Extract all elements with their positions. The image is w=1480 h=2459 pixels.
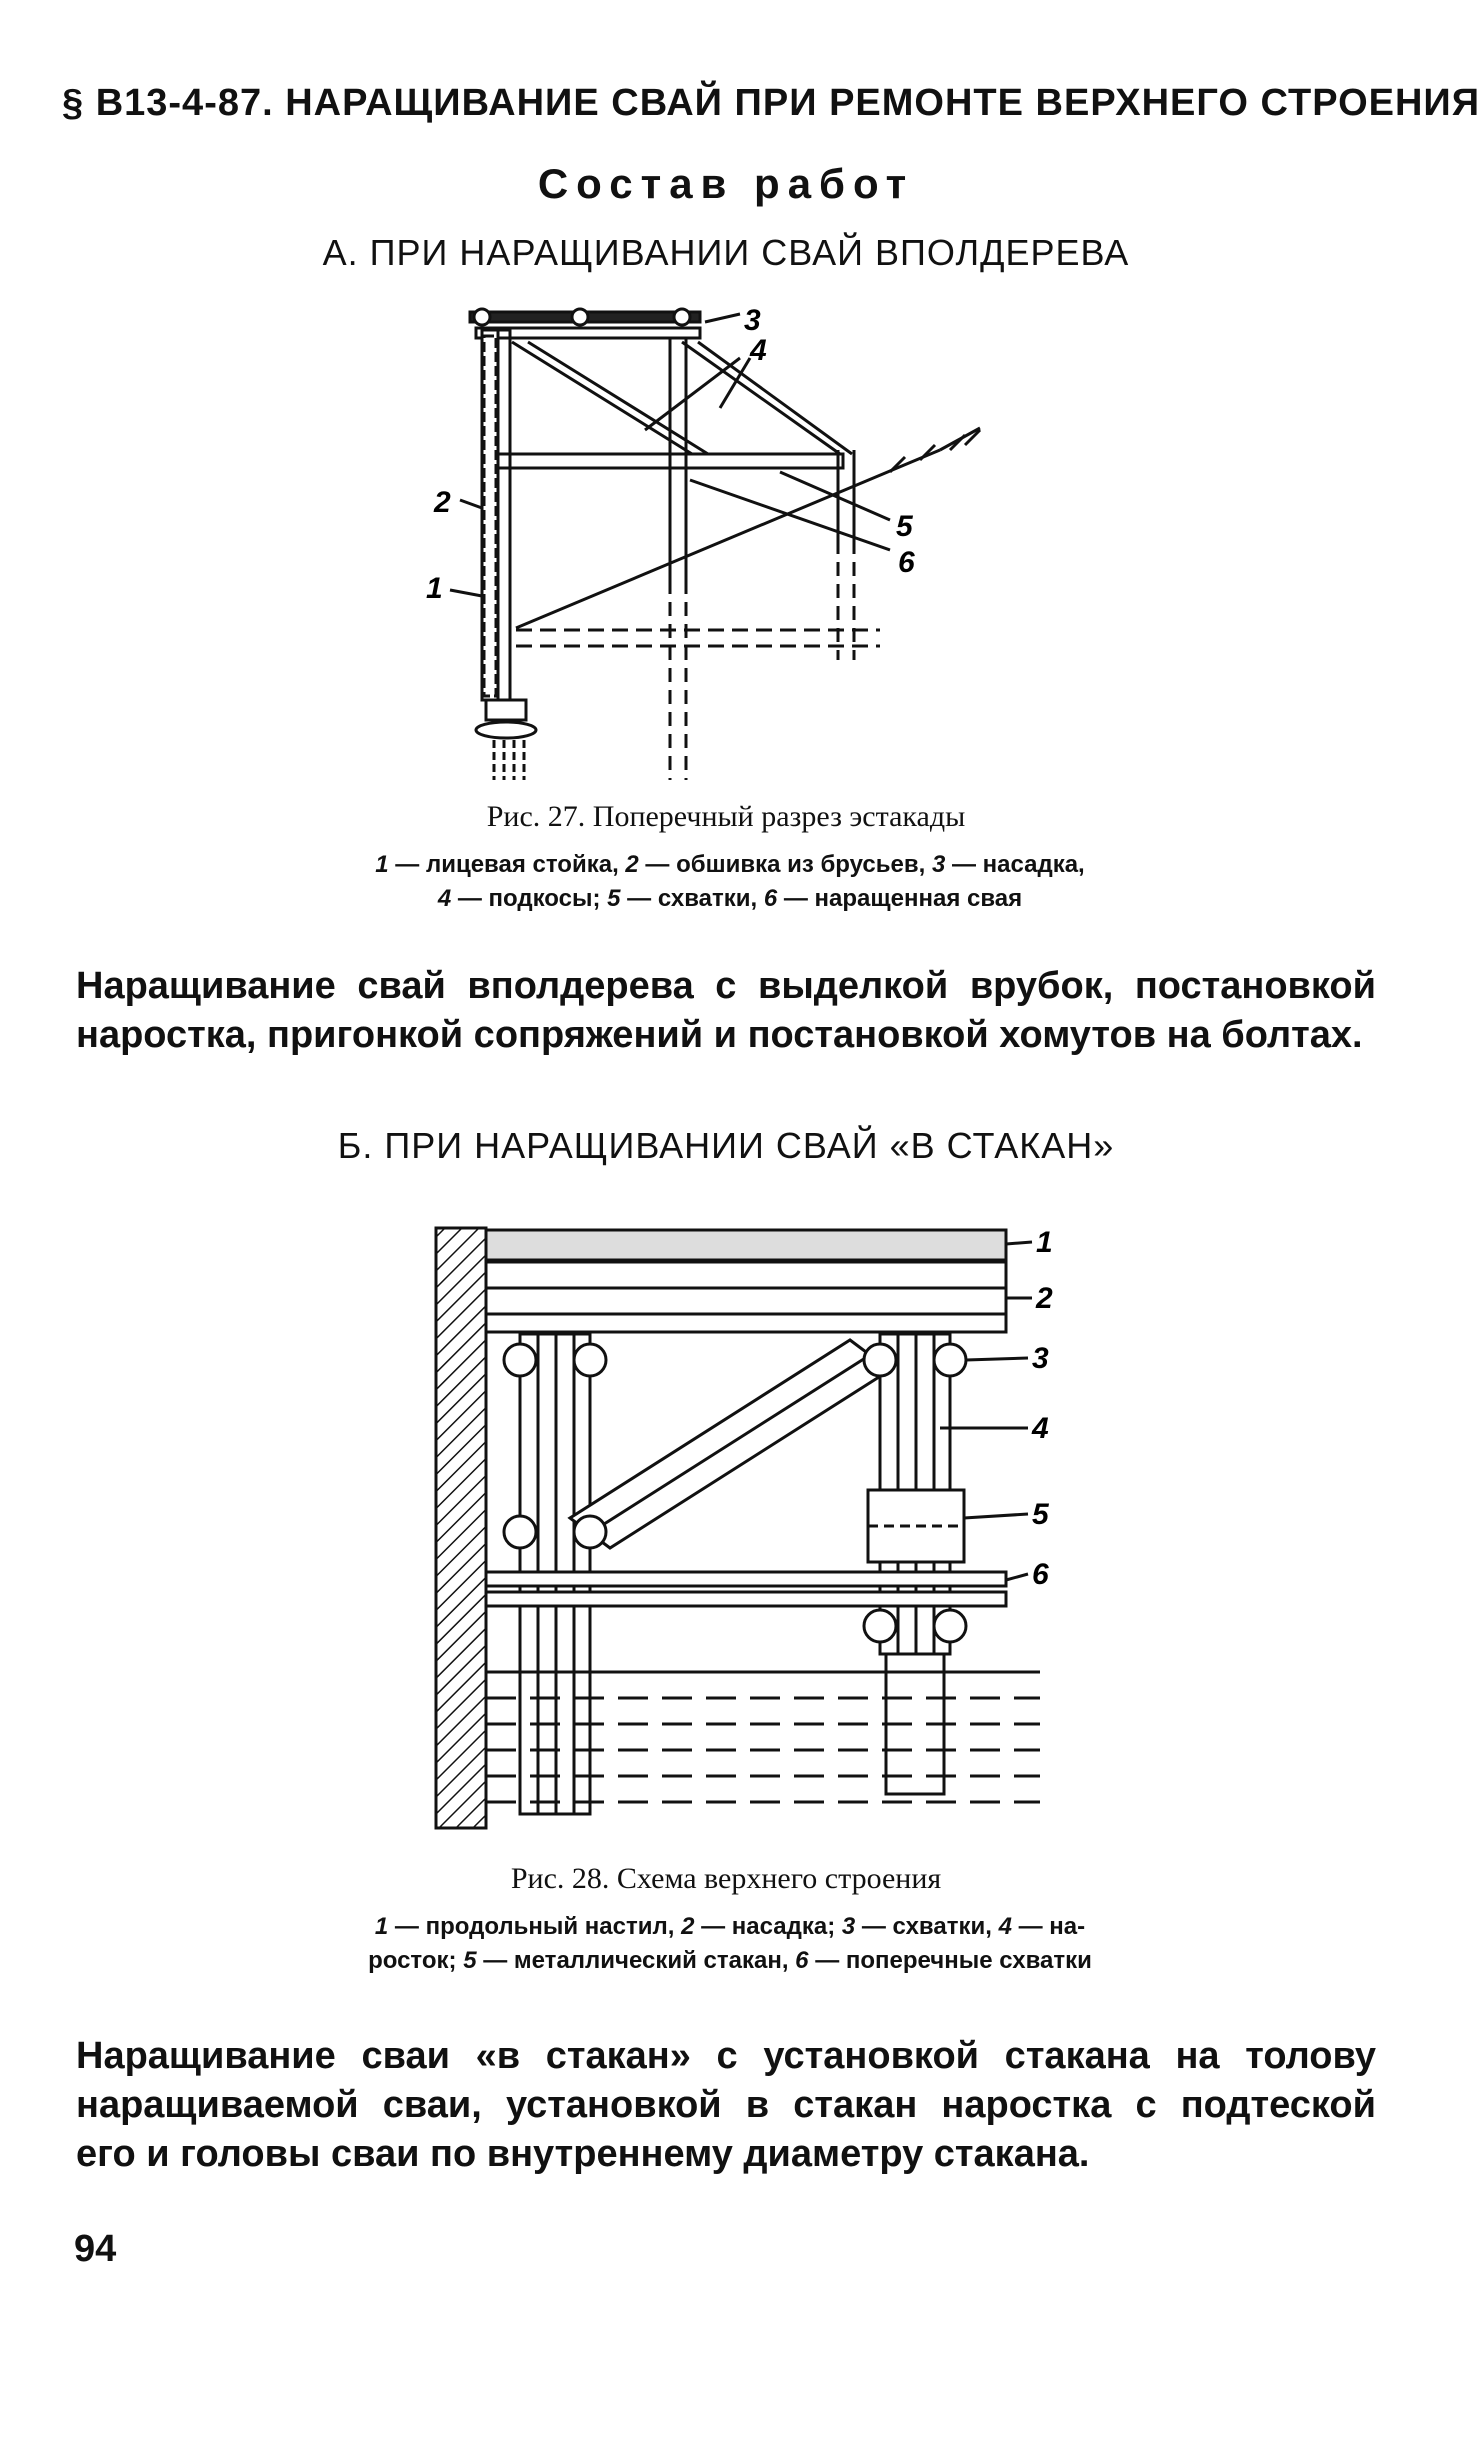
section-b-paragraph: Наращивание сваи «в стакан» с установкой… xyxy=(76,2032,1376,2179)
section-b-paragraph-line-3: его и головы сваи по внутреннему диаметр… xyxy=(76,2133,1090,2175)
fig28-callout-5: 5 xyxy=(1032,1498,1050,1531)
figure-27-legend-line-2: 4 — подкосы; 5 — схватки, 6 — наращенная… xyxy=(437,885,1023,912)
figure-28-caption: Рис. 28. Схема верхнего строения xyxy=(510,1862,942,1895)
section-a-paragraph: Наращивание свай вполдерева с выделкой в… xyxy=(76,962,1376,1060)
figure-28-legend: 1 — продольный настил, 2 — насадка; 3 — … xyxy=(250,1910,1210,1978)
fig28-callout-2: 2 xyxy=(1035,1282,1053,1315)
figure-27-legend-line-1: 1 — лицевая стойка, 2 — обшивка из брусь… xyxy=(375,851,1085,878)
figure-27-caption: Рис. 27. Поперечный разрез эстакады xyxy=(486,800,966,833)
fig28-callout-4: 4 xyxy=(1031,1412,1049,1445)
subtitle: Состав работ xyxy=(537,160,915,207)
section-header: § В13-4-87. НАРАЩИВАНИЕ СВАЙ ПРИ РЕМОНТЕ… xyxy=(62,82,1480,124)
section-a-paragraph-line-1: Наращивание свай вполдерева с выделкой в… xyxy=(76,965,1376,1007)
fig27-callout-3: 3 xyxy=(744,304,761,337)
fig28-callout-6: 6 xyxy=(1032,1558,1049,1591)
figure-27-trestle-cross-section: 3 4 2 1 5 6 xyxy=(426,304,982,780)
fig27-callout-4: 4 xyxy=(749,334,767,367)
figure-27-legend: 1 — лицевая стойка, 2 — обшивка из брусь… xyxy=(250,848,1210,916)
section-b-paragraph-line-2: наращиваемой сваи, установкой в стакан н… xyxy=(76,2084,1376,2126)
fig27-callout-2: 2 xyxy=(433,486,451,519)
section-a-title: А. ПРИ НАРАЩИВАНИИ СВАЙ ВПОЛДЕРЕВА xyxy=(322,232,1130,273)
section-a-paragraph-line-2: наростка, пригонкой сопряжений и постано… xyxy=(76,1014,1363,1056)
figure-28-legend-line-1: 1 — продольный настил, 2 — насадка; 3 — … xyxy=(374,1913,1086,1940)
section-b-paragraph-line-1: Наращивание сваи «в стакан» с установкой… xyxy=(76,2035,1376,2077)
figure-28-legend-line-2: росток; 5 — металлический стакан, 6 — по… xyxy=(368,1947,1092,1974)
fig27-callout-6: 6 xyxy=(898,546,915,579)
fig28-callout-3: 3 xyxy=(1032,1342,1049,1375)
figure-28-superstructure-scheme: 1 2 3 4 5 6 xyxy=(434,1226,1053,1830)
fig28-callout-1: 1 xyxy=(1036,1226,1053,1259)
fig27-callout-1: 1 xyxy=(426,572,443,605)
fig27-callout-5: 5 xyxy=(896,510,914,543)
section-b-title: Б. ПРИ НАРАЩИВАНИИ СВАЙ «В СТАКАН» xyxy=(337,1125,1115,1166)
page-number: 94 xyxy=(74,2228,117,2270)
